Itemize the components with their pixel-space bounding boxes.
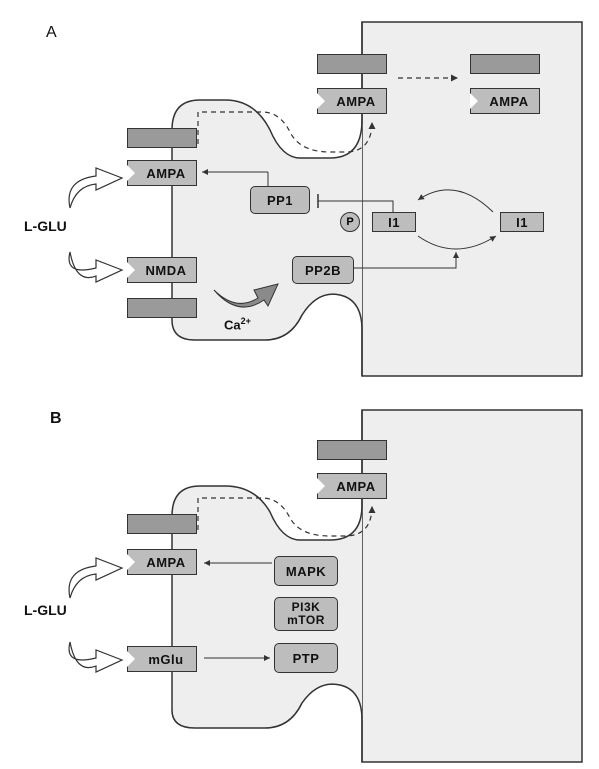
ampa-receptor-top-right-a: AMPA bbox=[470, 88, 540, 114]
ampa-receptor-top-mid-a: AMPA bbox=[317, 88, 387, 114]
i1-free-box: I1 bbox=[500, 212, 544, 232]
nmda-receptor: NMDA bbox=[127, 257, 197, 283]
postsynaptic-cell-b bbox=[361, 409, 583, 763]
cycle-arrow-top bbox=[417, 189, 494, 213]
ampa-receptor-left-a: AMPA bbox=[127, 160, 197, 186]
mglu-receptor: mGlu bbox=[127, 646, 197, 672]
ampa-receptor-left-b: AMPA bbox=[127, 549, 197, 575]
lglu-arrow-ampa-a bbox=[68, 167, 124, 209]
reserve-rect-b bbox=[317, 440, 387, 460]
ligand-label-a: L-GLU bbox=[24, 218, 67, 234]
mtor-label: mTOR bbox=[287, 613, 325, 627]
pp1-box: PP1 bbox=[250, 186, 310, 214]
lglu-arrow-nmda-a bbox=[68, 251, 124, 283]
i1-inhibits-pp1 bbox=[318, 200, 394, 212]
scaffold-rect-b bbox=[127, 514, 197, 534]
pi3k-mtor-box: PI3K mTOR bbox=[274, 597, 338, 631]
reserve-rect-mid-a bbox=[317, 54, 387, 74]
pp2b-box: PP2B bbox=[292, 256, 354, 284]
pp2b-arrow bbox=[354, 252, 459, 269]
lglu-arrow-mglu-b bbox=[68, 641, 124, 673]
pi3k-label: PI3K bbox=[291, 600, 321, 614]
lglu-arrow-ampa-b bbox=[68, 557, 124, 599]
panel-a-label: A bbox=[46, 24, 57, 41]
calcium-arrow bbox=[213, 283, 279, 308]
reserve-rect-right-a bbox=[470, 54, 540, 74]
phospho-circle: P bbox=[340, 212, 360, 232]
scaffold-rect-bottom-a bbox=[127, 298, 197, 318]
mapk-box: MAPK bbox=[274, 556, 338, 586]
cycle-arrow-bottom bbox=[417, 235, 497, 250]
i1-bound-box: I1 bbox=[372, 212, 416, 232]
ptp-box: PTP bbox=[274, 643, 338, 673]
ampa-receptor-top-b: AMPA bbox=[317, 473, 387, 499]
postsynaptic-cell-a bbox=[361, 21, 583, 377]
ligand-label-b: L-GLU bbox=[24, 602, 67, 618]
panel-b-label: B bbox=[50, 410, 62, 427]
calcium-label: Ca2+ bbox=[224, 316, 251, 333]
scaffold-rect-top-a bbox=[127, 128, 197, 148]
spine-membrane-b bbox=[171, 410, 363, 762]
